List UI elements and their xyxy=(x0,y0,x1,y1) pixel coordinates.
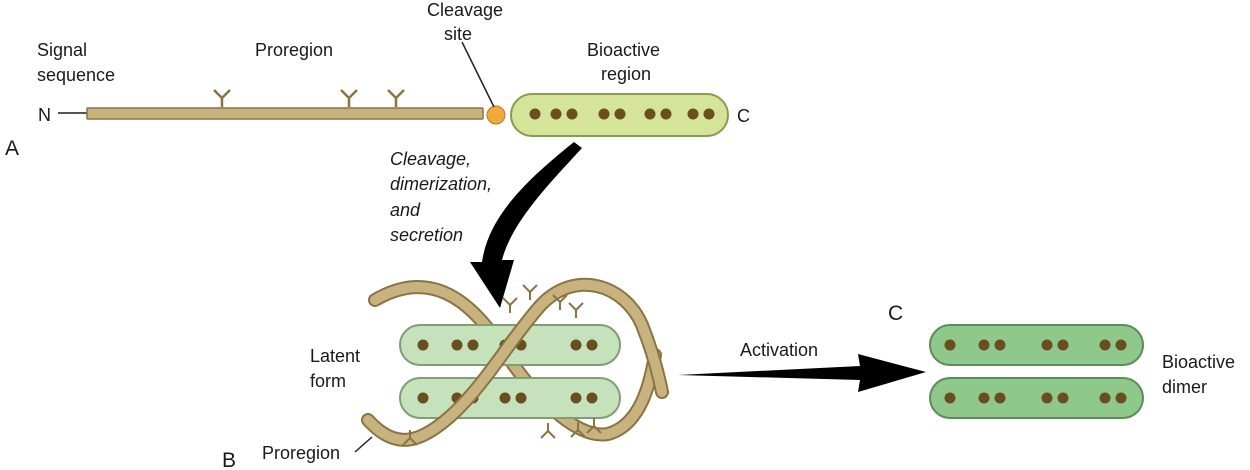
residue-dot xyxy=(1115,392,1127,404)
dimer-capsule-top xyxy=(929,324,1144,366)
residue-dot xyxy=(598,108,610,120)
bioactive-region-label-1: Bioactive xyxy=(587,40,660,60)
residue-dot xyxy=(1041,339,1053,351)
residue-dot xyxy=(644,108,656,120)
residue-dot xyxy=(586,392,598,404)
residue-dot xyxy=(570,339,582,351)
residue-dot xyxy=(1099,339,1111,351)
residue-dot xyxy=(566,108,578,120)
glycosylation-y-mark xyxy=(213,89,231,107)
step-label-3: and xyxy=(390,200,421,220)
precursor-protein xyxy=(58,41,729,137)
residue-dot xyxy=(994,339,1006,351)
signal-sequence-label-1: Signal xyxy=(37,40,87,60)
activation-label: Activation xyxy=(740,340,818,360)
glycosylation-y-mark xyxy=(586,418,602,434)
bioactive-region-label-2: region xyxy=(601,64,651,84)
residue-dot xyxy=(586,339,598,351)
residue-dot xyxy=(529,108,541,120)
glycosylation-y-mark xyxy=(340,89,358,107)
residue-dot xyxy=(978,339,990,351)
glycosylation-marks xyxy=(213,89,405,107)
residue-dot xyxy=(614,108,626,120)
panel-a-label: A xyxy=(5,137,19,160)
glycosylation-y-mark xyxy=(568,302,584,318)
residue-dot xyxy=(550,108,562,120)
proregion-label-top: Proregion xyxy=(255,40,333,60)
residue-dot xyxy=(1041,392,1053,404)
signal-sequence-label-2: sequence xyxy=(37,65,115,85)
glycosylation-y-mark xyxy=(540,423,556,439)
glycosylation-y-mark xyxy=(570,422,586,438)
residue-dot xyxy=(417,339,429,351)
residue-dot xyxy=(1057,392,1069,404)
latent-form-label-2: form xyxy=(310,371,346,391)
glycosylation-y-mark xyxy=(552,294,568,310)
residue-dot xyxy=(499,392,511,404)
residue-dot xyxy=(687,108,699,120)
dimer-capsule-bottom xyxy=(929,377,1144,419)
glycosylation-y-mark xyxy=(402,430,418,446)
residue-dot xyxy=(994,392,1006,404)
glycosylation-y-mark xyxy=(502,297,518,313)
c-terminus-label: C xyxy=(737,106,750,126)
residue-dot xyxy=(417,392,429,404)
step-label-1: Cleavage, xyxy=(390,149,471,169)
proregion-bar xyxy=(86,107,484,120)
residue-dot xyxy=(451,339,463,351)
glycosylation-y-mark xyxy=(387,89,405,107)
residue-dot xyxy=(660,108,672,120)
latent-form-complex xyxy=(354,277,669,453)
bioactive-dimer xyxy=(929,324,1144,419)
residue-dot xyxy=(467,339,479,351)
processing-arrow xyxy=(470,142,582,308)
bioactive-dimer-label-2: dimer xyxy=(1162,377,1207,397)
cleavage-site-pointer xyxy=(461,41,495,108)
residue-dot xyxy=(703,108,715,120)
residue-dot xyxy=(1057,339,1069,351)
residue-dot xyxy=(1115,339,1127,351)
residue-dot xyxy=(944,339,956,351)
proregion-strand-front-fill xyxy=(363,279,667,445)
residue-dot xyxy=(978,392,990,404)
panel-c-label: C xyxy=(888,302,903,325)
latent-form-label-1: Latent xyxy=(310,346,360,366)
cleavage-site-circle xyxy=(486,105,506,125)
bioactive-region-dots xyxy=(529,108,715,120)
glycosylation-y-mark xyxy=(522,284,538,300)
latent-glycosylation-marks xyxy=(402,284,602,446)
step-label-4: secretion xyxy=(390,225,463,245)
proregion-label-bottom: Proregion xyxy=(262,443,340,463)
residue-dot xyxy=(1099,392,1111,404)
cleavage-site-label-1: Cleavage xyxy=(427,0,503,20)
proregion-bottom-pointer xyxy=(354,436,373,453)
residue-dot xyxy=(944,392,956,404)
bioactive-dimer-label-1: Bioactive xyxy=(1162,352,1235,372)
n-terminus-label: N xyxy=(38,105,51,125)
dimer-capsule-dots xyxy=(944,339,1127,404)
cleavage-site-label-2: site xyxy=(444,24,472,44)
step-label-2: dimerization, xyxy=(390,174,492,194)
residue-dot xyxy=(570,392,582,404)
panel-b-label: B xyxy=(222,449,236,470)
processing-arrow-body xyxy=(470,142,582,308)
activation-arrow xyxy=(678,354,926,392)
residue-dot xyxy=(515,392,527,404)
